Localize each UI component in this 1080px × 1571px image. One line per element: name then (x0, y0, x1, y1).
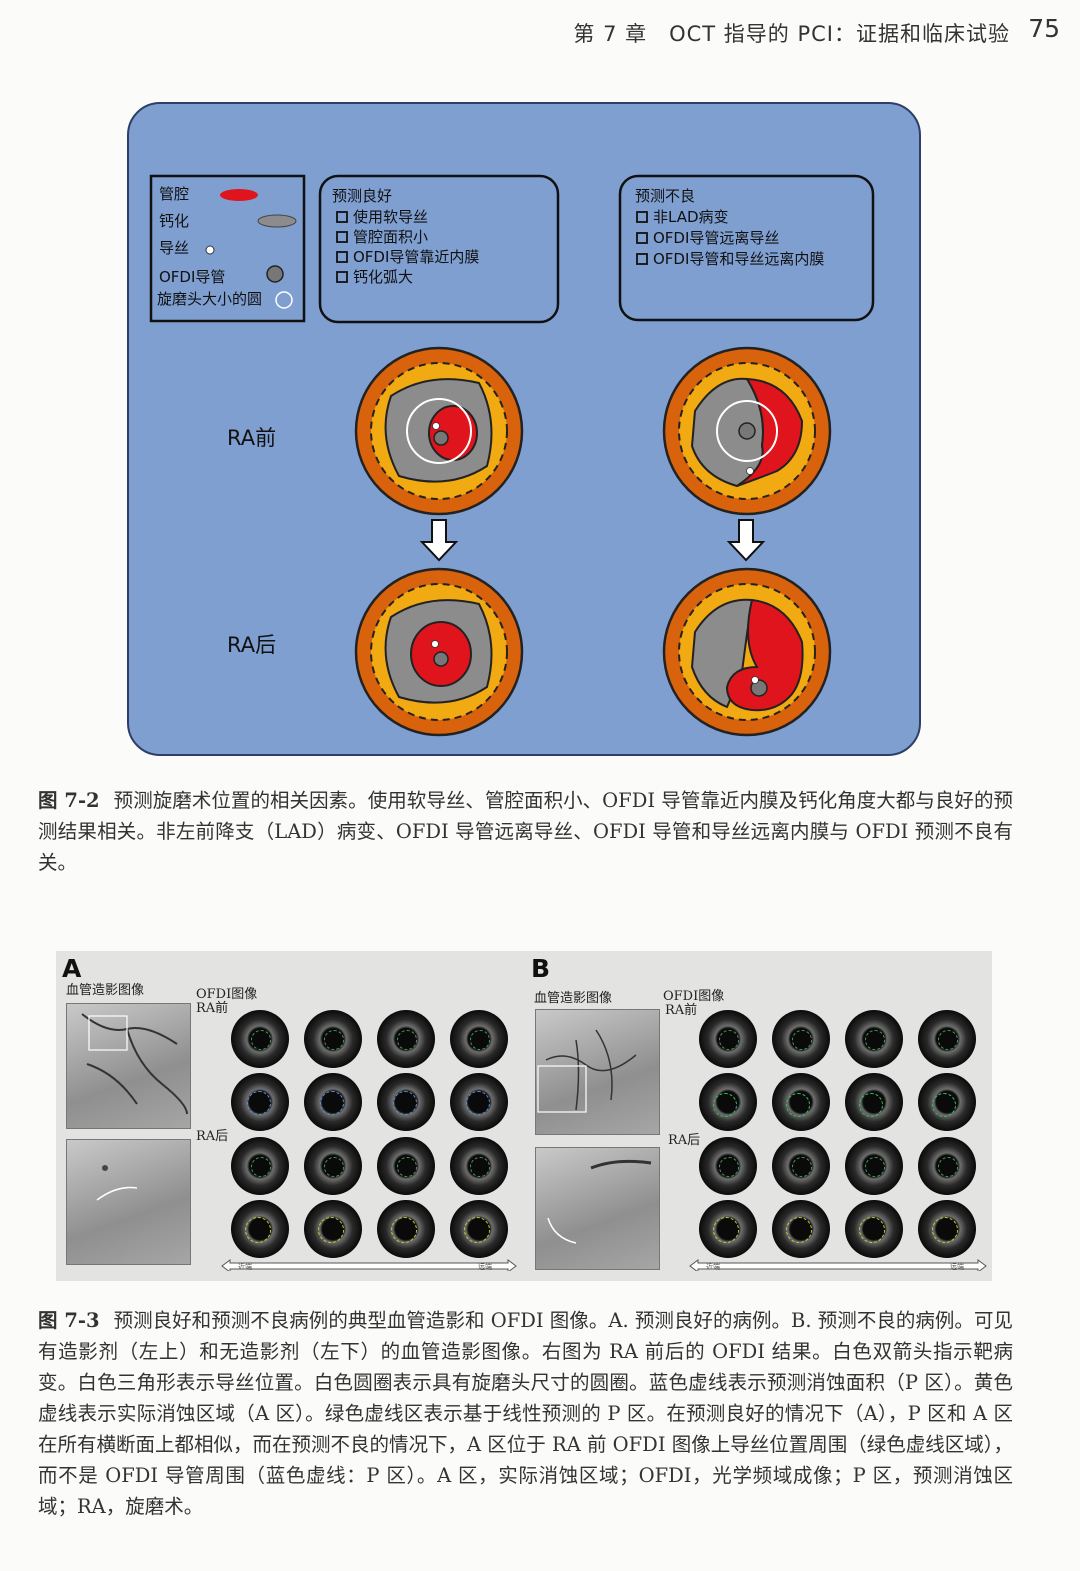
ofdi-frame (450, 1200, 508, 1258)
panel-b-proximal-distal-arrow: 近端 远端 (689, 1259, 987, 1271)
ofdi-frame (304, 1073, 362, 1131)
vessel-poor-before (662, 346, 832, 516)
panel-b-after-label: RA后 (668, 1133, 701, 1148)
vessel-good-after (354, 567, 524, 737)
bad-item: 非LAD病变 (653, 208, 729, 226)
panel-a-ofdi-label: OFDI图像 (196, 987, 258, 1002)
ofdi-frame (377, 1073, 435, 1131)
ofdi-frame (231, 1010, 289, 1068)
good-box-title: 预测良好 (332, 187, 392, 205)
ofdi-frame (377, 1200, 435, 1258)
ofdi-frame (450, 1073, 508, 1131)
good-item: 管腔面积小 (353, 228, 428, 246)
panel-a-before-label: RA前 (196, 1001, 229, 1016)
ofdi-frame (772, 1073, 830, 1131)
legend-guidewire-label: 导丝 (159, 239, 189, 257)
vessel-good-before (354, 346, 524, 516)
ofdi-frame (772, 1200, 830, 1258)
arrow-right-label: 远端 (950, 1262, 964, 1271)
panel-a-letter: A (62, 954, 82, 983)
down-arrow-poor (726, 519, 766, 562)
good-item: OFDI导管靠近内膜 (353, 248, 479, 266)
figure-7-2: 管腔 钙化 导丝 OFDI导管 旋磨头大小的圆 预测良好 使用软导丝 管腔面积小… (127, 102, 921, 756)
ofdi-frame (699, 1200, 757, 1258)
bad-item: OFDI导管和导丝远离内膜 (653, 250, 824, 268)
ofdi-frame (918, 1137, 976, 1195)
ofdi-frame (845, 1073, 903, 1131)
ofdi-frame (772, 1137, 830, 1195)
bad-item: OFDI导管远离导丝 (653, 229, 779, 247)
ofdi-frame (699, 1073, 757, 1131)
burr-circle-swatch (275, 291, 293, 309)
angiogram-with-contrast (535, 1009, 660, 1135)
figure-7-3: A 血管造影图像 OFDI图像 RA前 RA后 近端 远端 B 血管造影图像 O… (56, 951, 992, 1281)
ofdi-frame (231, 1200, 289, 1258)
caption-text: 预测良好和预测不良病例的典型血管造影和 OFDI 图像。A. 预测良好的病例。B… (38, 1309, 1013, 1518)
panel-b-before-label: RA前 (665, 1003, 698, 1018)
ofdi-frame (772, 1010, 830, 1068)
arrow-left-label: 近端 (706, 1262, 720, 1271)
good-prediction-box: 预测良好 使用软导丝 管腔面积小 OFDI导管靠近内膜 钙化弧大 (318, 174, 560, 324)
arrow-left-label: 近端 (238, 1262, 252, 1271)
row-label-before: RA前 (227, 426, 276, 450)
caption-text: 预测旋磨术位置的相关因素。使用软导丝、管腔面积小、OFDI 导管靠近内膜及钙化角… (38, 789, 1013, 874)
panel-a-proximal-distal-arrow: 近端 远端 (221, 1259, 517, 1271)
good-item: 使用软导丝 (353, 208, 428, 226)
good-item: 钙化弧大 (353, 268, 413, 286)
ofdi-frame (450, 1137, 508, 1195)
ofdi-frame (304, 1200, 362, 1258)
legend-ofdi-label: OFDI导管 (159, 268, 225, 286)
bad-box-title: 预测不良 (635, 187, 695, 205)
caption-label: 图 7-3 (38, 1309, 100, 1332)
ofdi-frame (377, 1010, 435, 1068)
ofdi-frame (845, 1010, 903, 1068)
ofdi-frame (699, 1137, 757, 1195)
running-head: 第 7 章 OCT 指导的 PCI：证据和临床试验 (573, 22, 1010, 46)
legend-burr-label: 旋磨头大小的圆 (157, 290, 262, 308)
poor-prediction-box: 预测不良 非LAD病变 OFDI导管远离导丝 OFDI导管和导丝远离内膜 (618, 174, 875, 322)
ofdi-catheter-swatch (266, 265, 284, 283)
ofdi-frame (918, 1010, 976, 1068)
ofdi-frame (918, 1073, 976, 1131)
ofdi-frame (918, 1200, 976, 1258)
ofdi-frame (304, 1010, 362, 1068)
calcium-swatch (257, 214, 297, 228)
legend-calcium-label: 钙化 (159, 212, 189, 230)
page-number: 75 (1028, 14, 1060, 43)
ofdi-frame (231, 1073, 289, 1131)
guidewire-swatch (205, 245, 215, 255)
angiogram-without-contrast (535, 1147, 660, 1270)
panel-a-after-label: RA后 (196, 1129, 229, 1144)
ofdi-frame (845, 1200, 903, 1258)
caption-label: 图 7-2 (38, 789, 100, 812)
legend-lumen-label: 管腔 (159, 185, 189, 203)
ofdi-frame (699, 1010, 757, 1068)
row-label-after: RA后 (227, 633, 276, 657)
angiogram-without-contrast (66, 1139, 191, 1265)
panel-a-angio-label: 血管造影图像 (66, 983, 145, 998)
panel-b-ofdi-label: OFDI图像 (663, 989, 725, 1004)
ofdi-frame (304, 1137, 362, 1195)
ofdi-frame (845, 1137, 903, 1195)
ofdi-frame (377, 1137, 435, 1195)
lumen-swatch (220, 189, 258, 201)
panel-b-angio-label: 血管造影图像 (534, 991, 613, 1006)
ofdi-frame (450, 1010, 508, 1068)
ofdi-frame (231, 1137, 289, 1195)
angiogram-with-contrast (66, 1003, 191, 1129)
legend-box: 管腔 钙化 导丝 OFDI导管 旋磨头大小的圆 (149, 174, 306, 323)
vessel-poor-after (662, 567, 832, 737)
down-arrow-good (419, 519, 459, 562)
panel-b-letter: B (531, 954, 551, 983)
arrow-right-label: 远端 (478, 1262, 492, 1271)
